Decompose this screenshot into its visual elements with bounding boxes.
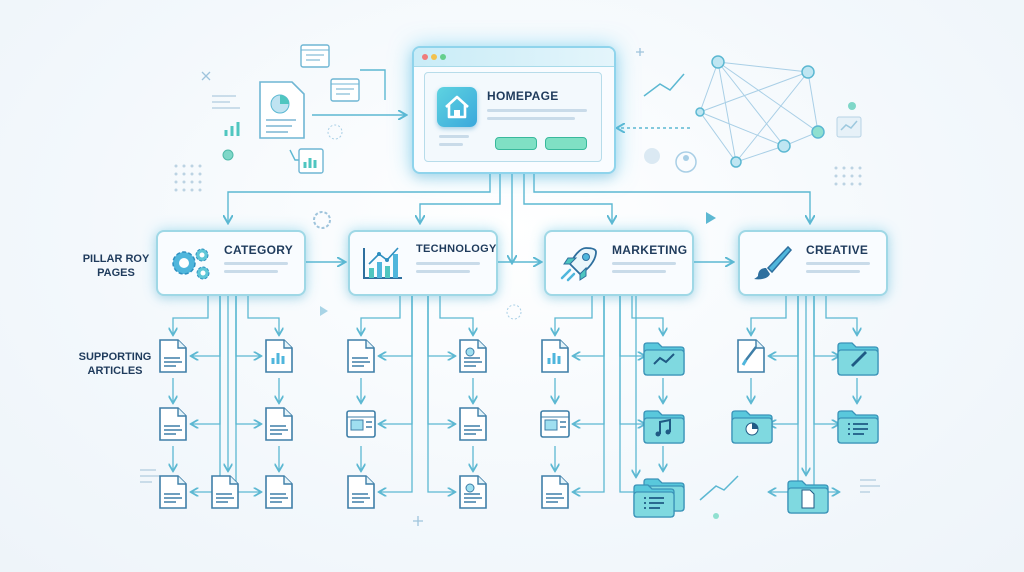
connector-line xyxy=(192,294,221,424)
secondary-button[interactable] xyxy=(545,137,587,150)
web-page-icon[interactable] xyxy=(346,406,376,442)
article-document-icon[interactable] xyxy=(158,406,188,442)
folder-icon[interactable] xyxy=(642,340,686,376)
connector-line xyxy=(631,294,663,334)
connector-line xyxy=(751,294,787,334)
folder-icon[interactable] xyxy=(632,482,676,518)
article-document-icon[interactable] xyxy=(264,338,294,374)
article-document-icon[interactable] xyxy=(736,338,766,374)
connector-line xyxy=(574,294,605,424)
article-document-icon[interactable] xyxy=(158,338,188,374)
text-line xyxy=(612,270,666,273)
article-document-icon[interactable] xyxy=(458,406,488,442)
article-document-icon[interactable] xyxy=(210,474,240,510)
pillar-category-card[interactable]: CATEGORY xyxy=(156,230,306,296)
connector-line xyxy=(813,294,838,492)
chart-board-icon xyxy=(836,116,862,138)
article-document-icon[interactable] xyxy=(540,338,570,374)
connector-line xyxy=(825,294,857,334)
connector-line xyxy=(770,294,799,492)
text-line xyxy=(224,262,288,265)
minimize-dot xyxy=(431,54,437,60)
primary-button[interactable] xyxy=(495,137,537,150)
folder-icon[interactable] xyxy=(730,408,774,444)
pillar-title: CATEGORY xyxy=(224,243,294,257)
article-document-icon[interactable] xyxy=(540,474,570,510)
small-window-icon xyxy=(300,44,330,68)
small-window-icon xyxy=(330,78,360,102)
connector-line xyxy=(574,294,605,356)
pillar-title: CREATIVE xyxy=(806,243,869,257)
connector-line xyxy=(380,294,413,356)
connector-line xyxy=(427,294,454,424)
homepage-content: HOMEPAGE xyxy=(424,72,602,162)
connector-line xyxy=(380,294,413,492)
pillar-title: MARKETING xyxy=(612,243,688,257)
connector-line xyxy=(192,294,221,492)
text-line xyxy=(612,262,676,265)
rocket-icon xyxy=(560,247,597,282)
web-page-icon[interactable] xyxy=(540,406,570,442)
text-line xyxy=(416,262,480,265)
pillar-creative-card[interactable]: CREATIVE xyxy=(738,230,888,296)
text-line xyxy=(487,117,575,120)
home-icon xyxy=(437,87,477,127)
connector-line xyxy=(380,294,413,424)
article-document-icon[interactable] xyxy=(458,474,488,510)
bar-chart-icon xyxy=(224,122,240,136)
article-document-icon[interactable] xyxy=(264,406,294,442)
connector-line xyxy=(770,294,799,356)
chart-icon xyxy=(363,247,402,279)
supporting-articles-label: SUPPORTING ARTICLES xyxy=(78,351,152,377)
connector-line xyxy=(619,294,644,492)
pillar-marketing-card[interactable]: MARKETING xyxy=(544,230,694,296)
text-line xyxy=(224,270,278,273)
pillar-pages-label: PILLAR ROY PAGES xyxy=(82,253,150,279)
folder-icon[interactable] xyxy=(642,408,686,444)
text-line xyxy=(806,262,870,265)
article-document-icon[interactable] xyxy=(346,338,376,374)
article-document-icon[interactable] xyxy=(158,474,188,510)
gears-icon xyxy=(172,248,210,280)
close-dot xyxy=(422,54,428,60)
connector-line xyxy=(574,294,605,492)
maximize-dot xyxy=(440,54,446,60)
connector-line xyxy=(192,294,221,356)
article-document-icon[interactable] xyxy=(458,338,488,374)
article-document-icon[interactable] xyxy=(264,474,294,510)
text-line xyxy=(439,135,469,138)
connector-line xyxy=(427,294,454,356)
text-line xyxy=(806,270,860,273)
report-document-icon xyxy=(259,81,305,139)
folder-icon[interactable] xyxy=(836,408,880,444)
browser-title-bar xyxy=(414,48,614,67)
connector-line xyxy=(235,294,260,492)
connector-line xyxy=(361,294,401,334)
connector-line xyxy=(173,294,209,334)
article-document-icon[interactable] xyxy=(346,474,376,510)
bar-chart-icon xyxy=(298,148,324,174)
paintbrush-icon xyxy=(754,245,793,280)
text-line xyxy=(416,270,470,273)
pillar-technology-card[interactable]: TECHNOLOGY xyxy=(348,230,498,296)
connector-line xyxy=(770,294,799,424)
connector-line xyxy=(427,294,454,492)
pillar-title: TECHNOLOGY xyxy=(416,243,497,255)
homepage-title: HOMEPAGE xyxy=(487,89,559,103)
connector-line xyxy=(555,294,593,334)
connector-line xyxy=(247,294,279,334)
text-line xyxy=(487,109,587,112)
homepage-card[interactable]: HOMEPAGE xyxy=(412,46,616,174)
connector-line xyxy=(439,294,473,334)
folder-icon[interactable] xyxy=(836,340,880,376)
folder-icon[interactable] xyxy=(786,478,830,514)
text-line xyxy=(439,143,463,146)
